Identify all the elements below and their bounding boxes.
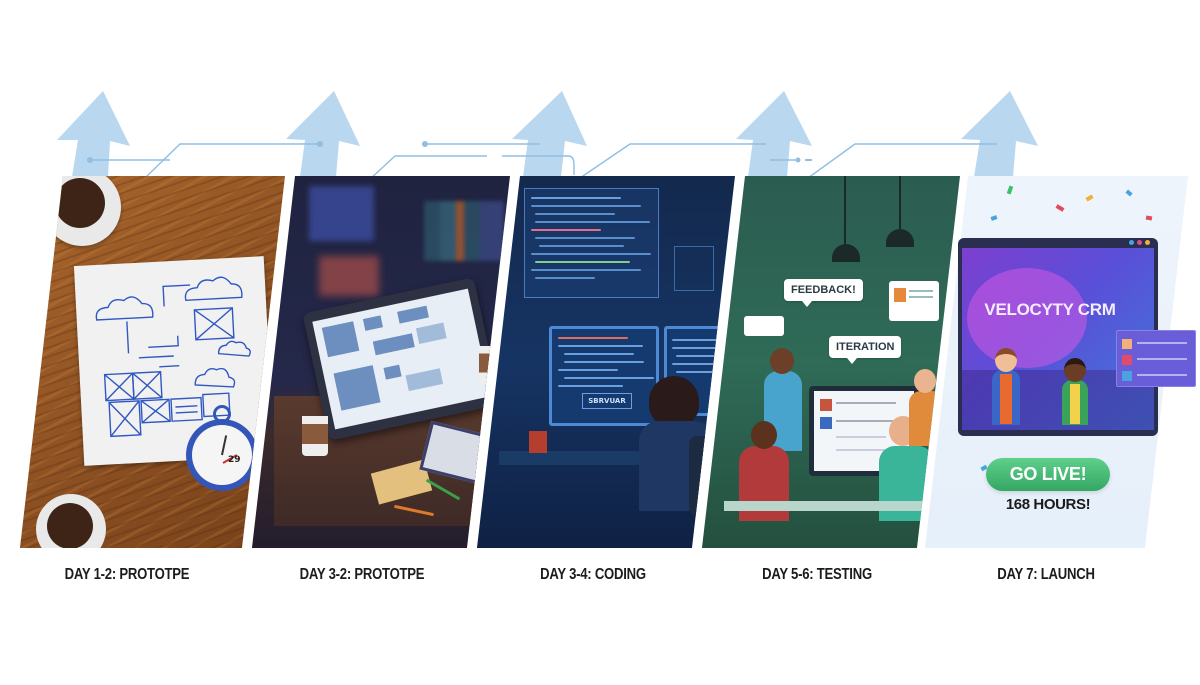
coffee-cup-icon (35, 494, 106, 548)
wireframe-drawing (95, 276, 251, 438)
stopwatch-value: 29 (227, 455, 241, 465)
up-arrow-icon (286, 91, 360, 177)
confetti (1155, 464, 1163, 472)
wireframe-sketch (73, 256, 274, 466)
confetti (1145, 215, 1153, 221)
stage-caption-1: DAY 1-2: PROTOTPE (64, 566, 190, 583)
pendant-lamp-icon (843, 176, 846, 246)
bookshelf (423, 201, 504, 261)
stage-panel-coding: SBRVUAR (476, 176, 735, 548)
confetti (1055, 204, 1065, 212)
stage-panel-testing: FEEDBACK! ITERATION (701, 176, 960, 548)
stage-caption-2: DAY 3-2: PROTOTPE (299, 566, 425, 583)
coffee-cup-icon (528, 431, 547, 453)
stage-caption-5: DAY 7: LAUNCH (997, 566, 1095, 583)
go-live-button[interactable]: GO LIVE! (986, 458, 1110, 491)
person-head (913, 369, 936, 393)
stage-caption-3: DAY 3-4: CODING (540, 566, 646, 583)
pendant-lamp-icon (831, 244, 860, 262)
up-arrow-icons (57, 91, 1038, 177)
hours-label: 168 HOURS! (1005, 496, 1091, 513)
stage-caption-4: DAY 5-6: TESTING (762, 566, 872, 583)
developer-body (638, 421, 714, 511)
up-arrow-icon (736, 91, 812, 177)
stopwatch-icon: 29 (185, 405, 258, 491)
confetti (1006, 185, 1014, 195)
pendant-lamp-icon (885, 229, 914, 247)
pendant-lamp-icon (898, 176, 901, 231)
crm-app-name: VELOCYTY CRM (984, 300, 1116, 319)
up-arrow-icon (57, 91, 130, 177)
up-arrow-icon (512, 91, 587, 177)
feedback-card (888, 281, 939, 321)
stage-panel-prototype: 29 (19, 176, 286, 548)
confetti (990, 215, 998, 221)
progress-arrows (57, 91, 1038, 195)
confetti (1085, 194, 1094, 202)
code-screen-large (523, 188, 659, 298)
feedback-bubble: FEEDBACK! (783, 279, 863, 301)
iteration-bubble: ITERATION (828, 336, 901, 358)
server-label-box: SBRVUAR (581, 393, 632, 409)
desk (723, 501, 960, 511)
stage-panel-prototype-2 (251, 176, 510, 548)
chart-widget (673, 246, 714, 291)
person-head (769, 348, 794, 374)
confetti (1125, 189, 1133, 197)
chat-card (743, 316, 784, 336)
up-arrow-icon (961, 91, 1038, 177)
code-monitor-left: SBRVUAR (548, 326, 659, 426)
crm-side-card (1116, 330, 1196, 387)
developer-figure (648, 376, 699, 426)
blurred-poster (318, 256, 379, 296)
blurred-window (308, 186, 374, 241)
person-head (750, 421, 777, 449)
coffee-cup-icon (301, 416, 328, 456)
